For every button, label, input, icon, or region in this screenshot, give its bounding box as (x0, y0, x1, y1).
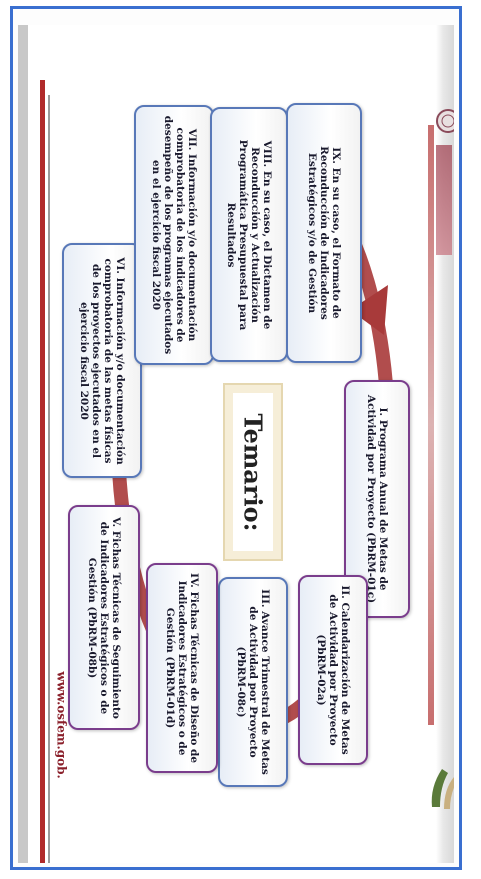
item-box-2: II. Calendarización de Metas de Activida… (298, 575, 368, 765)
item-label-9: IX. En su caso, el Formato de Reconducci… (306, 146, 342, 320)
item-label-8: VIII. En su caso, el Dictamen de Recondu… (225, 139, 273, 330)
item-box-3: III. Avance Trimestral de Metas de Activ… (218, 577, 288, 787)
header-logo-strip (436, 145, 452, 255)
item-box-5: V. Fichas Técnicas de Seguimiento de Ind… (68, 505, 140, 730)
item-box-6: VI. Información y/o documentación compro… (62, 243, 142, 478)
page-title: Temario: (238, 413, 268, 531)
header-accent-bar (428, 125, 434, 725)
slide-left-edge (18, 25, 28, 863)
slide: Temario: I. Programa Anual de Metas de A… (18, 25, 454, 863)
website-url: www.osfem.gob. (50, 625, 74, 825)
item-label-1: I. Programa Anual de Metas de Actividad … (365, 394, 389, 604)
item-box-9: IX. En su caso, el Formato de Reconducci… (286, 103, 362, 363)
seal-icon (436, 109, 454, 133)
item-label-7: VII. Información y/o documentación compr… (150, 115, 198, 355)
item-label-4: IV. Fichas Técnicas de Diseño de Indicad… (164, 572, 200, 764)
footer-gray-rule (48, 95, 50, 863)
item-box-1: I. Programa Anual de Metas de Actividad … (344, 380, 410, 618)
item-box-8: VIII. En su caso, el Dictamen de Recondu… (210, 107, 288, 362)
item-box-7: VII. Información y/o documentación compr… (134, 105, 214, 365)
corner-logo-icon (431, 769, 454, 809)
item-label-2: II. Calendarización de Metas de Activida… (315, 585, 351, 755)
title-box: Temario: (223, 383, 283, 561)
footer-red-rule (40, 80, 45, 863)
item-label-3: III. Avance Trimestral de Metas de Activ… (235, 589, 271, 775)
item-box-4: IV. Fichas Técnicas de Diseño de Indicad… (146, 563, 218, 773)
item-label-5: V. Fichas Técnicas de Seguimiento de Ind… (86, 516, 122, 719)
website-url-text: www.osfem.gob. (55, 671, 70, 779)
item-label-6: VI. Información y/o documentación compro… (78, 256, 126, 465)
